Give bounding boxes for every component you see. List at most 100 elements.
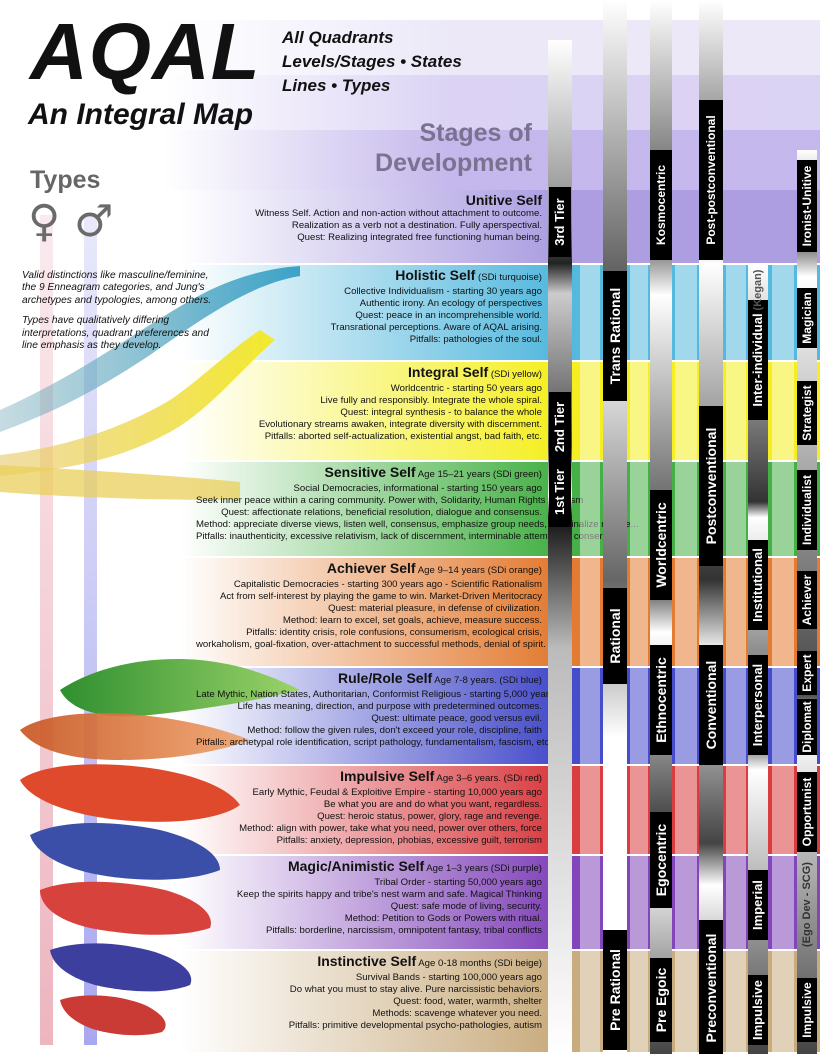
stage-line: Pitfalls: inauthenticity, excessive rela…: [196, 531, 628, 542]
aqal-line-2: Levels/Stages • States: [282, 52, 462, 71]
stage-line: Transrational perceptions. Aware of AQAL…: [330, 322, 542, 333]
stage-line: Social Democracies, informational - star…: [293, 483, 543, 494]
stage-line: Method: appreciate diverse views, listen…: [196, 519, 639, 530]
stages-heading: Stages of Development: [352, 118, 532, 178]
interpersonal-label: Interpersonal: [748, 655, 768, 755]
aqal-line-1: All Quadrants: [282, 28, 394, 47]
stage-6: Rule/Role Self Age 7-8 years. (SDi blue)…: [196, 670, 572, 749]
stage-band-right-4: [548, 462, 820, 556]
stage-name: Sensitive Self Age 15–21 years (SDi gree…: [196, 464, 542, 483]
achiever-label: Achiever: [797, 571, 817, 629]
tint-column-2: [630, 265, 648, 1054]
spiral-red-band: [20, 764, 240, 822]
stage-line: Pitfalls: primitive developmental psycho…: [288, 1020, 542, 1031]
stage-line: Keep the spirits happy and tribe's nest …: [236, 889, 542, 900]
stage-line: Method: align with power, take what you …: [239, 823, 542, 834]
stage-8: Magic/Animistic Self Age 1–3 years (SDi …: [196, 858, 547, 937]
ironist-unitive-label: Ironist-Unitive: [797, 160, 817, 252]
stage-title: Rule/Role Self: [338, 670, 433, 686]
stage-line: Capitalistic Democracies - starting 300 …: [233, 579, 542, 590]
spiral-yellow-band-lower: [0, 465, 240, 500]
stage-band-right-2: [548, 265, 820, 360]
kegan-label: (Kegan): [752, 269, 764, 311]
stage-line: workaholism, goal-fixation, over-attachm…: [196, 639, 546, 650]
stage-line: Pitfalls: anxiety, depression, phobias, …: [276, 835, 542, 846]
tint-column-3: [675, 265, 697, 1054]
stage-band-right-8: [548, 856, 820, 949]
stage-band-1: [0, 190, 820, 263]
stage-line: Evolutionary streams awaken, integrate d…: [258, 419, 542, 430]
stage-7: Impulsive Self Age 3–6 years. (SDi red)E…: [196, 768, 547, 847]
stage-line: Quest: ultimate peace, good versus evil.: [371, 713, 542, 724]
stage-title: Unitive Self: [465, 192, 542, 208]
spiral-yellow-band: [0, 330, 275, 476]
tier-1-label: 1st Tier: [549, 457, 571, 527]
spiral-orange-band: [20, 713, 250, 760]
expert-label: Expert: [797, 651, 817, 695]
stage-band-right-7: [548, 766, 820, 854]
kosmocentric-label: Kosmocentric: [650, 150, 672, 260]
individualist-label: Individualist: [797, 470, 817, 550]
ethnocentric-label: Ethnocentric: [650, 645, 672, 755]
stage-subtitle: Age 0-18 months (SDi beige): [416, 958, 542, 969]
stage-line: Live fully and responsibly. Integrate th…: [320, 395, 542, 406]
stage-3: Integral Self (SDi yellow)Worldcentric -…: [196, 364, 547, 443]
stage-subtitle: Age 7-8 years. (SDi blue): [432, 675, 542, 686]
postconventional-label: Postconventional: [699, 406, 723, 566]
stage-band-right-1: [548, 190, 820, 263]
stage-line: Quest: safe mode of living, security.: [390, 901, 542, 912]
stage-band-right-5: [548, 558, 820, 666]
imperial-label: Imperial: [748, 870, 768, 940]
stage-subtitle: Age 15–21 years (SDi green): [415, 469, 542, 480]
stages-heading-line-2: Development: [375, 149, 532, 177]
tint-column-5: [772, 265, 794, 1054]
types-paragraph-2: Types have qualitatively differing inter…: [22, 315, 209, 352]
stage-name: Rule/Role Self Age 7-8 years. (SDi blue): [196, 670, 542, 689]
stage-title: Sensitive Self: [324, 464, 416, 480]
stage-line: Early Mythic, Feudal & Exploitive Empire…: [252, 787, 542, 798]
stage-subtitle: (SDi turquoise): [475, 272, 542, 283]
pre-rational-label: Pre Rational: [603, 930, 627, 1050]
stage-line: Quest: integral synthesis - to balance t…: [340, 407, 542, 418]
spiral-blue-band: [30, 823, 220, 880]
stage-line: Pitfalls: aborted self-actualization, ex…: [264, 431, 542, 442]
stage-line: Be what you are and do what you want, re…: [323, 799, 542, 810]
stage-line: Pitfalls: archetypal role identification…: [196, 737, 553, 748]
spiral-purple-band: [50, 943, 192, 992]
spiral-red-bottom-band: [60, 995, 166, 1036]
stage-line: Survival Bands - starting 100,000 years …: [355, 972, 542, 983]
stage-name: Instinctive Self Age 0-18 months (SDi be…: [196, 953, 542, 972]
ego-impulsive-label: Impulsive: [797, 978, 817, 1042]
stage-line: Collective Individualism - starting 30 y…: [344, 286, 542, 297]
stage-line: Witness Self. Action and non-action with…: [255, 208, 542, 219]
stage-9: Instinctive Self Age 0-18 months (SDi be…: [196, 953, 547, 1032]
stage-name: Impulsive Self Age 3–6 years. (SDi red): [196, 768, 542, 787]
types-description: Valid distinctions like masculine/femini…: [22, 270, 222, 352]
stage-line: Quest: peace in an incomprehensible worl…: [355, 310, 542, 321]
stage-2: Holistic Self (SDi turquoise)Collective …: [196, 267, 547, 346]
stage-name: Magic/Animistic Self Age 1–3 years (SDi …: [196, 858, 542, 877]
stage-subtitle: (SDi yellow): [488, 369, 542, 380]
stage-title: Impulsive Self: [340, 768, 435, 784]
stage-line: Quest: material pleasure, in defense of …: [328, 603, 542, 614]
stage-line: Do what you must to stay alive. Pure nar…: [289, 984, 542, 995]
types-heading: Types: [30, 166, 101, 194]
stages-heading-line-1: Stages of: [419, 119, 532, 147]
stage-line: Quest: heroic status, power, glory, rage…: [317, 811, 542, 822]
stage-subtitle: Age 3–6 years. (SDi red): [434, 773, 542, 784]
stage-line: Authentic irony. An ecology of perspecti…: [359, 298, 542, 309]
female-icon: ♀: [28, 196, 61, 247]
rational-label: Rational: [603, 588, 627, 684]
opportunist-label: Opportunist: [797, 772, 817, 852]
stage-line: Method: learn to excel, set goals, achie…: [282, 615, 542, 626]
male-icon: ♂: [74, 196, 114, 247]
kegan-impulsive-label: Impulsive: [748, 975, 768, 1045]
spiral-turquoise-band: [0, 266, 300, 432]
stage-line: Method: Petition to Gods or Powers with …: [344, 913, 542, 924]
stage-line: Act from self-interest by playing the ga…: [219, 591, 542, 602]
stage-subtitle: Age 1–3 years (SDi purple): [424, 863, 542, 874]
aqal-line-3: Lines • Types: [282, 76, 391, 95]
tint-column-4: [726, 265, 746, 1054]
